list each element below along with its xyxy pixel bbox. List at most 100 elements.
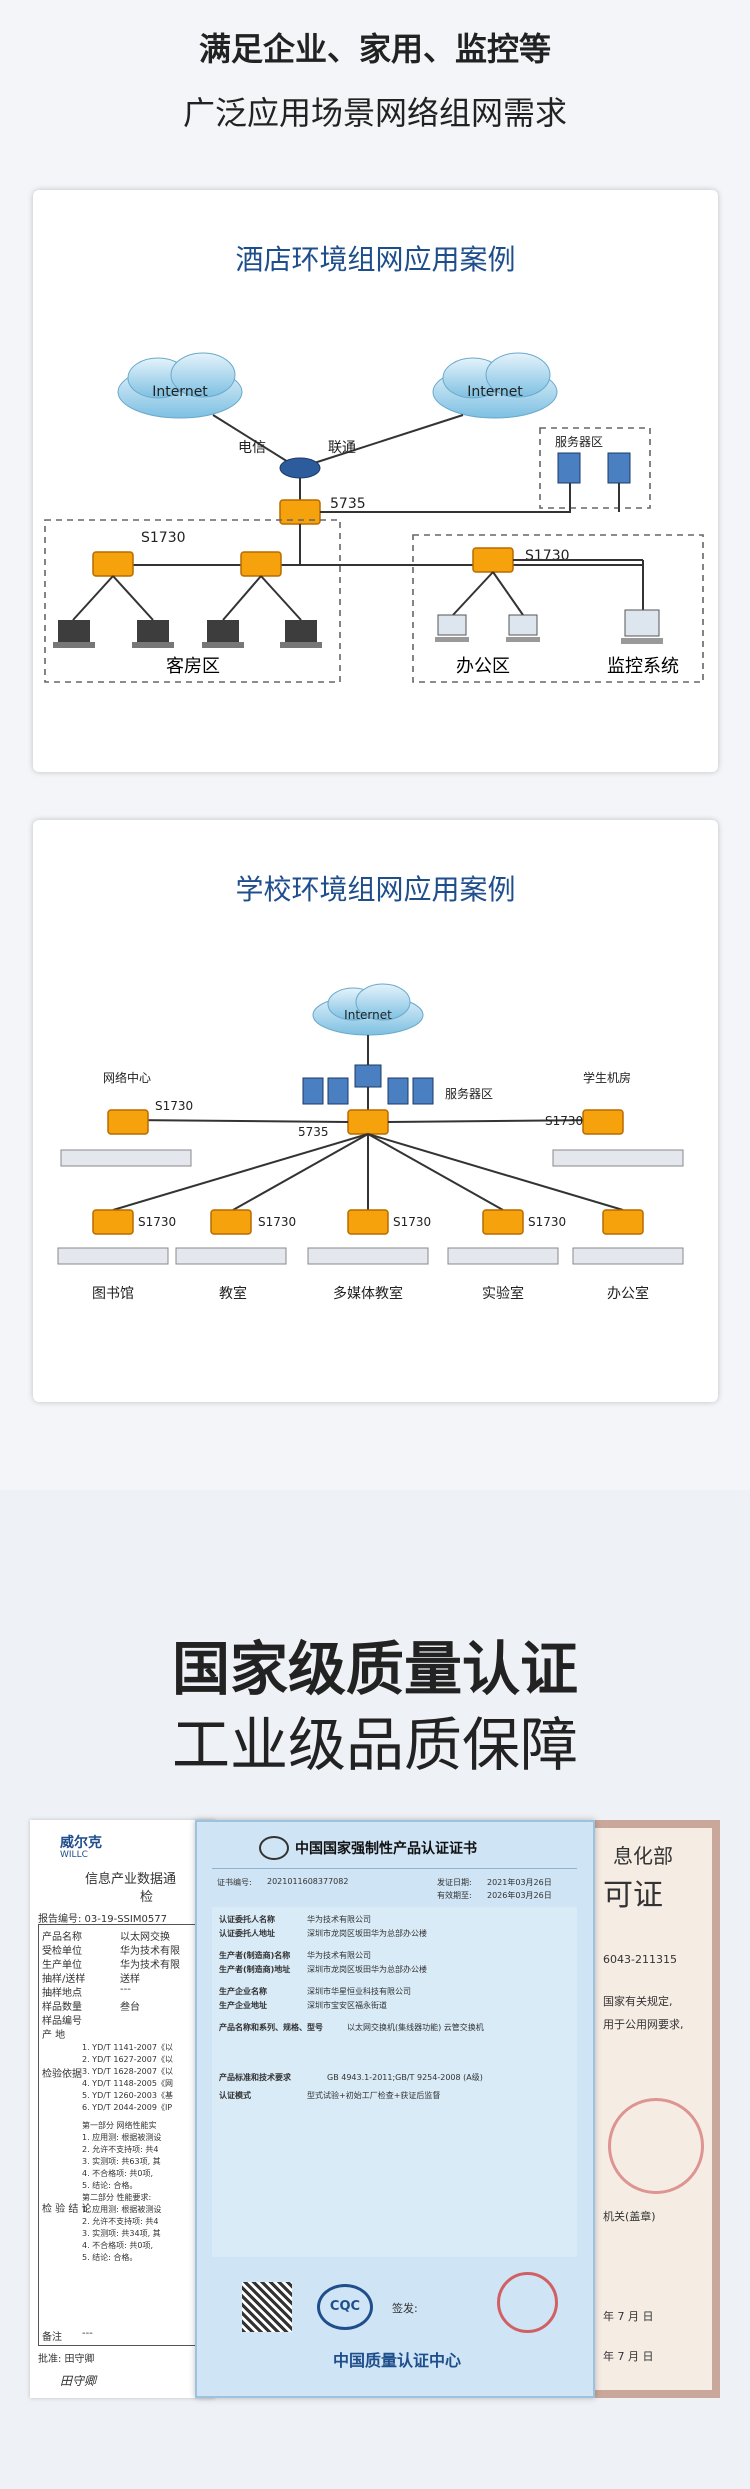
ccc-field-label-5: 生产企业名称: [219, 1987, 267, 1996]
ccc-cert-no: 2021011608377082: [267, 1877, 349, 1886]
laptop-icons: [53, 620, 322, 648]
internet-cloud-1: Internet: [117, 352, 243, 419]
left-access-switch-label: S1730: [141, 530, 186, 546]
report-org: 威尔克: [60, 1835, 102, 1851]
ccc-field-value-3: 华为技术有限公司: [307, 1951, 371, 1960]
access-switch-icon-3: [472, 547, 514, 573]
server-icon-1: [557, 452, 581, 484]
headline-1: 满足企业、家用、监控等: [198, 30, 551, 68]
license-number: 6043-211315: [603, 1953, 677, 1966]
report-row-label-3: 生产单位: [42, 1960, 82, 1971]
branch-label: 多媒体教室: [333, 1285, 403, 1302]
branch-switch-label: S1730: [138, 1215, 176, 1229]
core-switch-icon: [347, 1109, 389, 1135]
student-switch-icon: [582, 1109, 624, 1135]
quality-headline-2: 工业级品质保障: [171, 1711, 578, 1779]
report-basis-2: 2. YD/T 1627-2007《以: [82, 2055, 173, 2064]
server-zone-label: 服务器区: [445, 1086, 493, 1101]
branch-library: S1730 图书馆: [57, 1209, 176, 1302]
ccc-field-value-8: GB 4943.1-2011;GB/T 9254-2008 (A级): [327, 2073, 483, 2082]
internet-cloud-2: Internet: [432, 352, 558, 419]
right-access-switch-label: S1730: [525, 548, 570, 564]
ccc-field-value-1: 华为技术有限公司: [307, 1915, 371, 1924]
ccc-cert-no-label: 证书编号:: [217, 1878, 252, 1887]
report-row-value-2: 华为技术有限: [120, 1946, 180, 1957]
report-result-6: 5. 结论: 合格。: [82, 2181, 138, 2190]
router-icon: [279, 457, 321, 479]
ccc-field-label-8: 产品标准和技术要求: [219, 2073, 291, 2082]
ccc-issue-label: 发证日期:: [437, 1878, 472, 1887]
report-basis-5: 5. YD/T 1260-2003《基: [82, 2091, 173, 2100]
internet-label: Internet: [344, 1008, 392, 1022]
branch-label: 教室: [219, 1285, 247, 1302]
report-result-9: 2. 允许不支持项: 共4: [82, 2217, 159, 2226]
branch-label: 图书馆: [92, 1286, 134, 1302]
switch-icon: [482, 1209, 524, 1235]
switch-icon: [210, 1209, 252, 1235]
branch-multimedia: S1730 多媒体教室: [307, 1209, 431, 1302]
report-row-label-4: 抽样/送样: [42, 1974, 86, 1985]
report-result-8: 1. 应用测: 根据被测设: [82, 2205, 162, 2214]
ccc-field-value-9: 型式试验+初始工厂检查+获证后监督: [307, 2091, 441, 2100]
report-row-label-7: 样品编号: [42, 2016, 82, 2027]
ccc-field-label-4: 生产者(制造商)地址: [219, 1965, 291, 1974]
report-result-1: 第一部分 网络性能实: [82, 2121, 157, 2130]
license-date-2: 年 7 月 日: [603, 2350, 654, 2363]
ccc-expiry-label: 有效期至:: [437, 1891, 472, 1900]
core-switch-label: 5735: [298, 1125, 329, 1139]
report-basis-1: 1. YD/T 1141-2007《以: [82, 2043, 173, 2052]
report-result-label: 检 验 结 论: [42, 2204, 92, 2215]
school-case-title: 学校环境组网应用案例: [235, 873, 516, 906]
report-result-2: 1. 应用测: 根据被测设: [82, 2133, 162, 2142]
report-row-label-5: 抽样地点: [42, 1988, 82, 1999]
qr-code-icon: [242, 2282, 292, 2332]
switch-icon: [347, 1209, 389, 1235]
ccc-certificate: 中国国家强制性产品认证证书 证书编号: 2021011608377082 发证日…: [195, 1820, 595, 2398]
net-center-switch-icon: [107, 1109, 149, 1135]
branch-lab: S1730 实验室: [447, 1209, 566, 1302]
ccc-title: 中国国家强制性产品认证证书: [295, 1841, 477, 1857]
ccc-field-label-3: 生产者(制造商)名称: [219, 1951, 291, 1960]
report-result-3: 2. 允许不支持项: 共4: [82, 2145, 159, 2154]
license-line-2: 可证: [603, 1878, 663, 1913]
report-title: 信息产业数据通: [85, 1872, 177, 1887]
report-row-label-1: 产品名称: [42, 1932, 82, 1943]
pc-icons: [435, 609, 663, 644]
report-row-value-1: 以太网交换: [120, 1932, 170, 1943]
red-seal-icon: [497, 2272, 558, 2333]
report-row-value-6: 叁台: [120, 2002, 140, 2013]
report-approver: 批准: 田守卿: [38, 2354, 95, 2365]
switch-icon: [602, 1209, 644, 1235]
report-row-label-2: 受检单位: [42, 1946, 82, 1957]
branch-switch-label: S1730: [258, 1215, 296, 1229]
access-switch-icon-1: [92, 551, 134, 577]
ccc-field-value-5: 深圳市华星恒业科技有限公司: [307, 1987, 411, 1996]
report-row-value-4: 送样: [120, 1974, 140, 1985]
branch-switch-label: S1730: [393, 1215, 431, 1229]
ccc-field-label-7: 产品名称和系列、规格、型号: [219, 2023, 323, 2032]
ccc-field-value-4: 深圳市龙岗区坂田华为总部办公楼: [307, 1965, 427, 1974]
report-signature: 田守卿: [60, 2374, 97, 2388]
ccc-field-label-9: 认证模式: [219, 2091, 251, 2100]
report-remark: ---: [82, 2328, 93, 2339]
report-result-7: 第二部分 性能要求:: [82, 2193, 152, 2202]
server-zone-label: 服务器区: [555, 434, 603, 449]
report-basis-3: 3. YD/T 1628-2007《以: [82, 2067, 173, 2076]
branch-classroom: S1730 教室: [175, 1209, 296, 1302]
license-line-1: 息化部: [613, 1844, 673, 1868]
student-switch-label: S1730: [545, 1114, 583, 1128]
report-basis-4: 4. YD/T 1148-2005《网: [82, 2079, 173, 2088]
license-text-1: 国家有关规定,: [603, 1995, 673, 2008]
server-icon-2: [607, 452, 631, 484]
report-title-2: 检: [140, 1890, 154, 1905]
ccc-field-value-2: 深圳市龙岗区坂田华为总部办公楼: [307, 1929, 427, 1938]
office-zone-label: 办公区: [456, 656, 510, 677]
internet-1-label: Internet: [152, 384, 208, 400]
server-icons: [302, 1077, 434, 1105]
report-row-value-5: ---: [120, 1984, 131, 1995]
net-center-label: 网络中心: [103, 1070, 151, 1085]
report-row-value-3: 华为技术有限: [120, 1960, 180, 1971]
internet-2-label: Internet: [467, 384, 523, 400]
report-basis-6: 6. YD/T 2044-2009《IP: [82, 2103, 173, 2112]
license-seal-label: 机关(盖章): [603, 2210, 656, 2223]
